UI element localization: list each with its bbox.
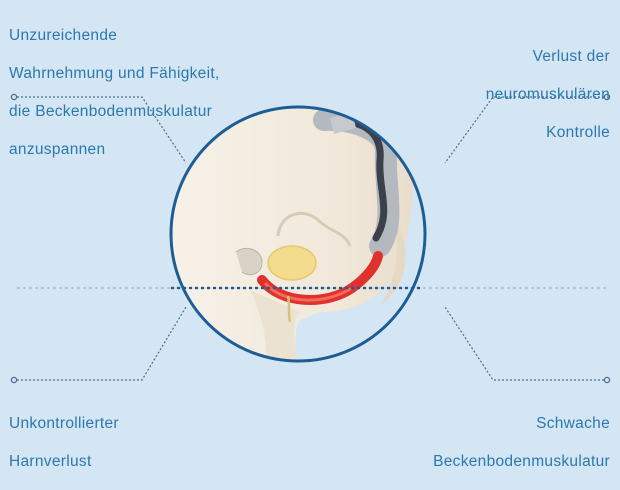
urethra	[288, 296, 290, 322]
label-insufficient-awareness: Unzureichende Wahrnehmung und Fähigkeit,…	[9, 7, 220, 178]
label-line: Unkontrollierter	[9, 414, 119, 433]
bladder	[268, 246, 316, 280]
label-line: die Beckenbodenmuskulatur	[9, 102, 220, 121]
label-line: Schwache	[433, 414, 610, 433]
pelvic-floor-diagram: Unzureichende Wahrnehmung und Fähigkeit,…	[0, 0, 620, 433]
label-line: anzuspannen	[9, 140, 220, 159]
label-uncontrolled-urine-loss: Unkontrollierter Harnverlust	[9, 395, 119, 490]
label-line: neuromuskulären	[486, 85, 610, 104]
label-line: Kontrolle	[486, 123, 610, 142]
label-line: Unzureichende	[9, 26, 220, 45]
label-weak-pelvic-floor: Schwache Beckenbodenmuskulatur	[433, 395, 610, 490]
label-line: Verlust der	[486, 47, 610, 66]
leader-line-bottom-left	[11, 307, 186, 383]
label-line: Wahrnehmung und Fähigkeit,	[9, 64, 220, 83]
label-loss-neuromuscular-control: Verlust der neuromuskulären Kontrolle	[486, 28, 610, 161]
label-line: Harnverlust	[9, 452, 119, 471]
label-line: Beckenbodenmuskulatur	[433, 452, 610, 471]
leader-line-bottom-right	[445, 307, 610, 383]
